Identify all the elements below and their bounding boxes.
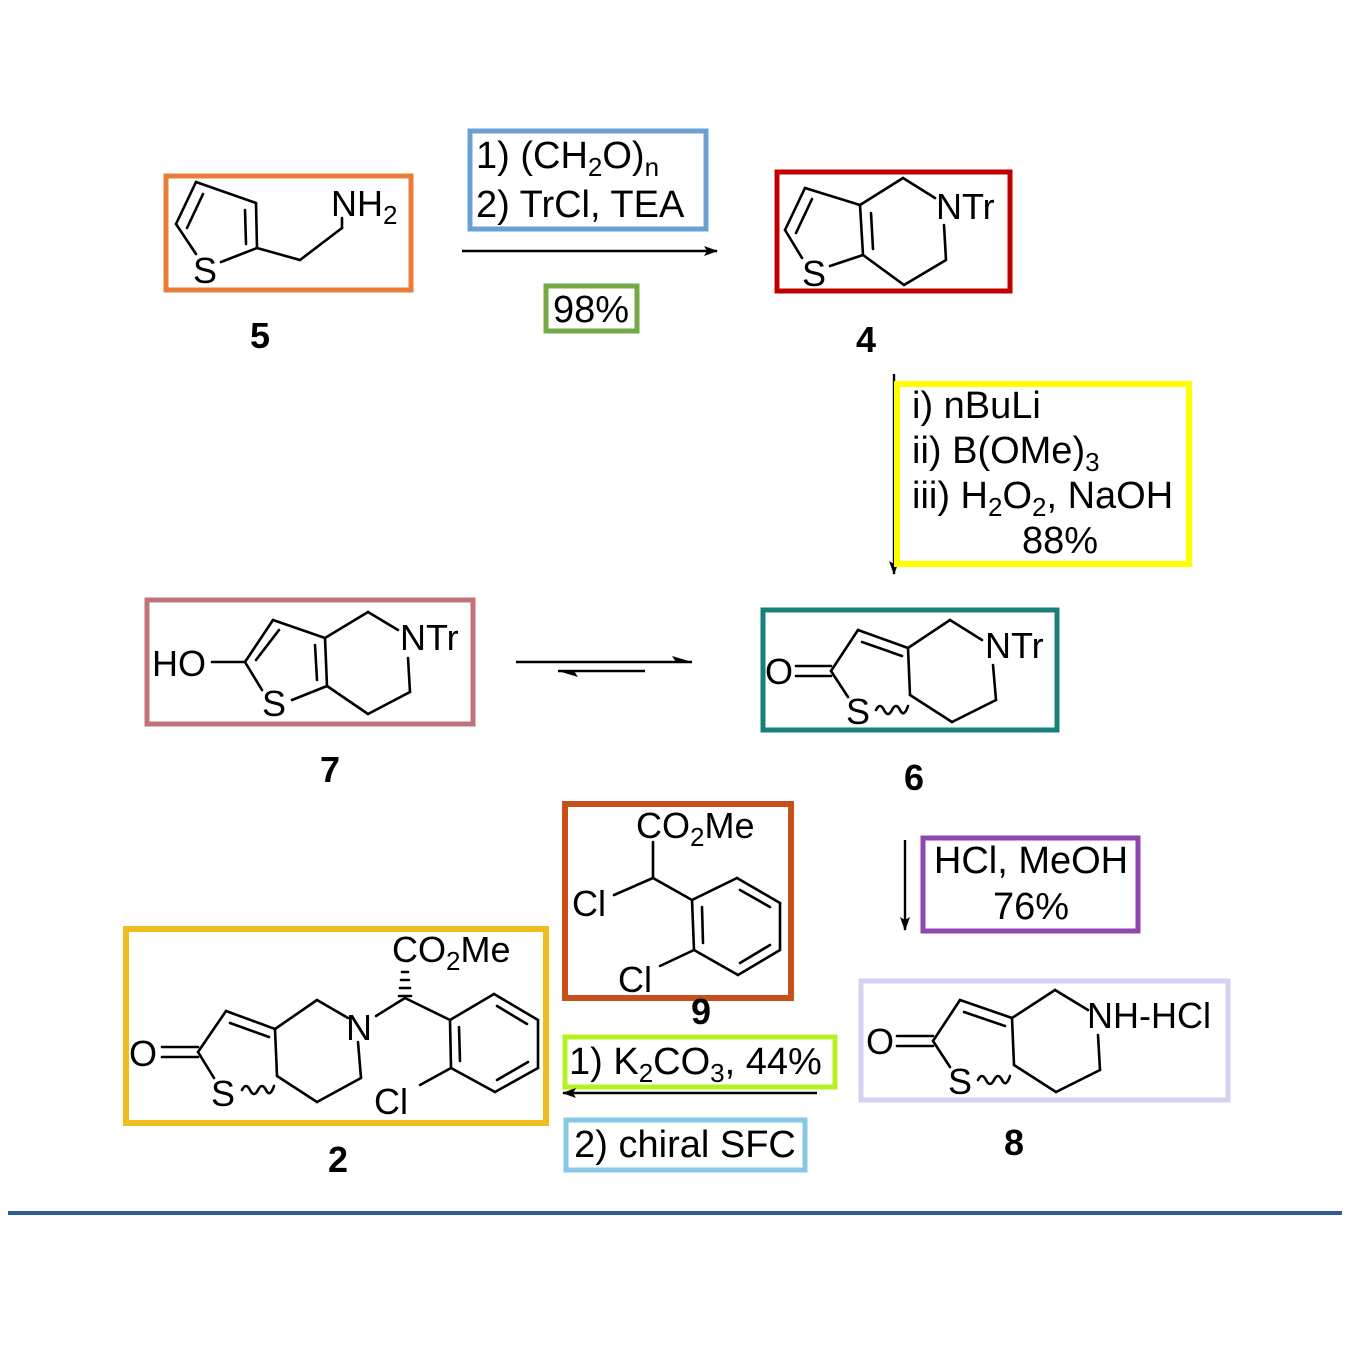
carbonyl-oxygen: O (129, 1033, 157, 1074)
compound-9-structure: CO2Me Cl Cl (572, 805, 782, 1000)
compound-5: S NH2 5 (163, 173, 414, 356)
step-4-reagent: HCl, MeOH (934, 840, 1128, 882)
compound-7-frame (144, 597, 476, 727)
step-5-reagent-2: 2) chiral SFC (574, 1124, 796, 1166)
methyl-ester-label: CO2Me (392, 929, 510, 976)
sulfur-atom: S (846, 691, 870, 732)
compound-8-frame (858, 978, 1231, 1103)
step-2-reagents-frame (894, 381, 1192, 567)
hashed-wedge-bond (397, 970, 413, 998)
compound-8: O S NH-HCl 8 (858, 978, 1231, 1163)
carbonyl-oxygen: O (765, 651, 793, 692)
step-2-reagent-3: iii) H2O2, NaOH (912, 475, 1173, 522)
compound-9-frame (562, 801, 794, 1001)
step-1: 1) (CH2O)n 2) TrCl, TEA 98% (462, 128, 718, 334)
compound-2: O S N CO2Me Cl 2 (123, 926, 549, 1180)
sulfur-atom: S (948, 1061, 972, 1102)
carbonyl-oxygen: O (866, 1021, 894, 1062)
compound-7-label: 7 (320, 749, 340, 790)
tautomer-equilibrium (516, 656, 692, 677)
step-2-yield: 88% (1022, 520, 1098, 562)
sulfur-atom: S (262, 683, 286, 724)
compound-9-label: 9 (691, 991, 711, 1032)
step-1-yield-frame (543, 283, 640, 334)
compound-4-label: 4 (856, 319, 876, 360)
step-5-reagent-2-frame (563, 1117, 808, 1173)
compound-2-structure: O S N CO2Me Cl (129, 929, 540, 1122)
amine-hydrochloride-label: NH-HCl (1087, 995, 1211, 1036)
compound-6-label: 6 (904, 757, 924, 798)
step-2-reagent-1: i) nBuLi (912, 385, 1041, 427)
compound-7-structure: HO S NTr (152, 610, 459, 724)
compound-2-frame (123, 926, 549, 1126)
compound-4-structure: S NTr (783, 176, 995, 294)
amine-nitrogen: N (346, 1007, 372, 1048)
step-4-yield: 76% (993, 886, 1069, 928)
compound-5-label: 5 (250, 315, 270, 356)
step-1-reagent-1: 1) (CH2O)n (476, 135, 659, 182)
aryl-chloro-label: Cl (374, 1081, 408, 1122)
aryl-chloro-label: Cl (618, 959, 652, 1000)
trityl-amine-label: NTr (400, 617, 459, 658)
compound-4: S NTr 4 (774, 169, 1013, 360)
compound-6-structure: O S NTr (765, 618, 1044, 732)
step-1-yield: 98% (553, 289, 629, 331)
step-5-reagent-1: 1) K2CO3, 44% (569, 1041, 822, 1088)
compound-9: CO2Me Cl Cl 9 (562, 801, 794, 1032)
step-1-reagents-frame (467, 128, 709, 232)
compound-6-frame (760, 607, 1060, 733)
sulfur-atom: S (193, 250, 217, 291)
step-4: HCl, MeOH 76% (900, 835, 1141, 934)
trityl-amine-label: NTr (936, 186, 995, 227)
step-1-reagent-2: 2) TrCl, TEA (476, 184, 685, 226)
trityl-amine-label: NTr (985, 625, 1044, 666)
step-5: 1) K2CO3, 44% 2) chiral SFC (562, 1034, 838, 1173)
sulfur-atom: S (802, 253, 826, 294)
compound-6: O S NTr 6 (760, 607, 1060, 798)
amine-label: NH2 (331, 183, 397, 230)
step-5-reagent-1-frame (562, 1034, 838, 1090)
compound-8-label: 8 (1004, 1122, 1024, 1163)
step-4-reagents-frame (920, 835, 1141, 934)
compound-5-structure: S NH2 (174, 180, 397, 291)
step-2: i) nBuLi ii) B(OMe)3 iii) H2O2, NaOH 88% (889, 374, 1192, 575)
compound-2-label: 2 (328, 1139, 348, 1180)
compound-5-frame (163, 173, 414, 293)
compound-4-frame (774, 169, 1013, 294)
hydroxyl-label: HO (152, 643, 206, 684)
alpha-chloro-label: Cl (572, 883, 606, 924)
step-2-reagent-2: ii) B(OMe)3 (912, 430, 1100, 477)
compound-8-structure: O S NH-HCl (866, 988, 1211, 1102)
compound-7: HO S NTr 7 (144, 597, 476, 790)
methyl-ester-label: CO2Me (636, 805, 754, 852)
sulfur-atom: S (211, 1073, 235, 1114)
